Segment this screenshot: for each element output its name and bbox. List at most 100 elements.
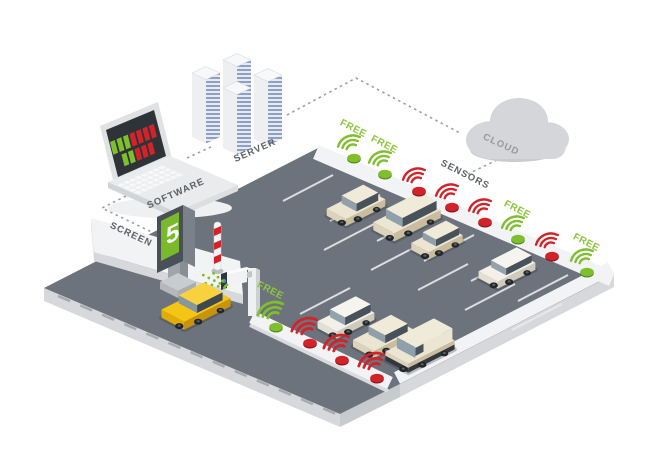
detection-dot [218, 282, 222, 285]
sensor-dot [412, 186, 426, 196]
car-side-windows [345, 304, 371, 326]
server-top [222, 81, 252, 95]
wifi-arc [505, 219, 523, 231]
laptop-key [139, 183, 149, 187]
laptop-key [162, 178, 172, 182]
car-windshield [385, 209, 403, 227]
wifi-arc [367, 150, 393, 164]
laptop-keys [117, 165, 184, 195]
laptop-key [134, 185, 143, 190]
car-roof [368, 314, 408, 336]
sensor-dot [303, 338, 317, 348]
laptop-key [151, 178, 161, 182]
wifi-arc [336, 134, 362, 148]
sensor-dot [370, 373, 384, 383]
laptop [100, 102, 238, 218]
wifi-arc [509, 224, 522, 232]
laptop-display-bars [110, 123, 157, 167]
display-bar-red [142, 126, 151, 142]
barrier-stripe [214, 240, 221, 250]
car-wheel-hub [437, 251, 441, 254]
camera-bracket [247, 271, 252, 278]
connector-laptop-server [186, 145, 214, 159]
car-side [408, 340, 455, 368]
sensor-occupied [357, 351, 386, 384]
barrier-stripe [214, 226, 221, 236]
totem-screen [161, 212, 179, 261]
road-lane-line [57, 294, 337, 416]
wifi-arc [434, 183, 460, 197]
laptop-key [146, 170, 155, 175]
sensor-dot [378, 169, 392, 179]
server-tower [222, 81, 252, 155]
platform-side-left [91, 218, 94, 261]
wifi-arc [500, 215, 526, 229]
wifi-arc [569, 248, 595, 262]
camera-body-top [225, 267, 251, 274]
wifi-arc [295, 321, 316, 334]
detection-dot [201, 273, 205, 277]
car-windshield [491, 260, 507, 276]
car-sedan [324, 184, 388, 229]
wifi-arc [327, 338, 348, 351]
sensors-label: SENSORS [439, 158, 492, 192]
wifi-arc [300, 327, 314, 336]
server-face-left [192, 73, 206, 144]
car-roof [491, 247, 532, 269]
car-wheel-hub [177, 324, 181, 327]
wifi-arc [261, 305, 282, 318]
sensor-dot [478, 217, 492, 227]
car-van [383, 318, 457, 376]
laptop-key [157, 175, 167, 180]
cloud-body [478, 130, 566, 159]
free-label: FREE [338, 117, 368, 140]
car-windshield [341, 195, 357, 212]
car-wheel-hub [356, 217, 360, 220]
laptop-key [163, 173, 172, 177]
laptop-key [157, 170, 167, 175]
car-windshield [422, 232, 436, 247]
laptop-key [128, 178, 138, 182]
car-side-windows [506, 255, 532, 276]
wifi-arc [362, 356, 383, 369]
wifi-arc [266, 311, 280, 320]
laptop-key [128, 188, 138, 192]
detection-dot [216, 284, 220, 288]
wifi-icon [322, 333, 351, 353]
car-roof [330, 296, 371, 318]
wifi-arc [372, 154, 390, 166]
server-face-right [206, 73, 220, 144]
barrier-stripe [214, 254, 221, 264]
connector-lines [100, 77, 498, 240]
van-cab-window [415, 343, 424, 356]
display-bar-red [135, 129, 144, 144]
laptop-key [117, 183, 126, 187]
car-side-windows [402, 200, 437, 227]
detection-dot [225, 283, 229, 287]
car-roof [422, 220, 460, 240]
laptop-key [145, 185, 155, 190]
free-label: FREE [369, 133, 399, 156]
car-side-windows [436, 227, 460, 247]
car-wheel-hub [346, 330, 350, 333]
car-wheel-hub [507, 280, 511, 283]
camera-post [248, 268, 256, 316]
car-wheel-hub [388, 236, 392, 239]
wifi-arc [332, 344, 346, 353]
wifi-arc [574, 252, 592, 264]
car-compact [409, 220, 465, 262]
connector-server-cloud [286, 77, 461, 134]
wifi-arc [443, 192, 456, 200]
wifi-arc [322, 333, 351, 350]
car-side-windows [197, 292, 223, 313]
laptop-key [157, 180, 166, 185]
wifi-arc [467, 198, 493, 212]
cars-layer [159, 184, 538, 376]
display-bar-green [122, 134, 132, 150]
car-front [385, 351, 409, 368]
wifi-arc [401, 167, 427, 181]
car-wheel-hub [406, 231, 410, 234]
totem-base-front [160, 282, 178, 298]
car-hatchback [315, 296, 377, 341]
